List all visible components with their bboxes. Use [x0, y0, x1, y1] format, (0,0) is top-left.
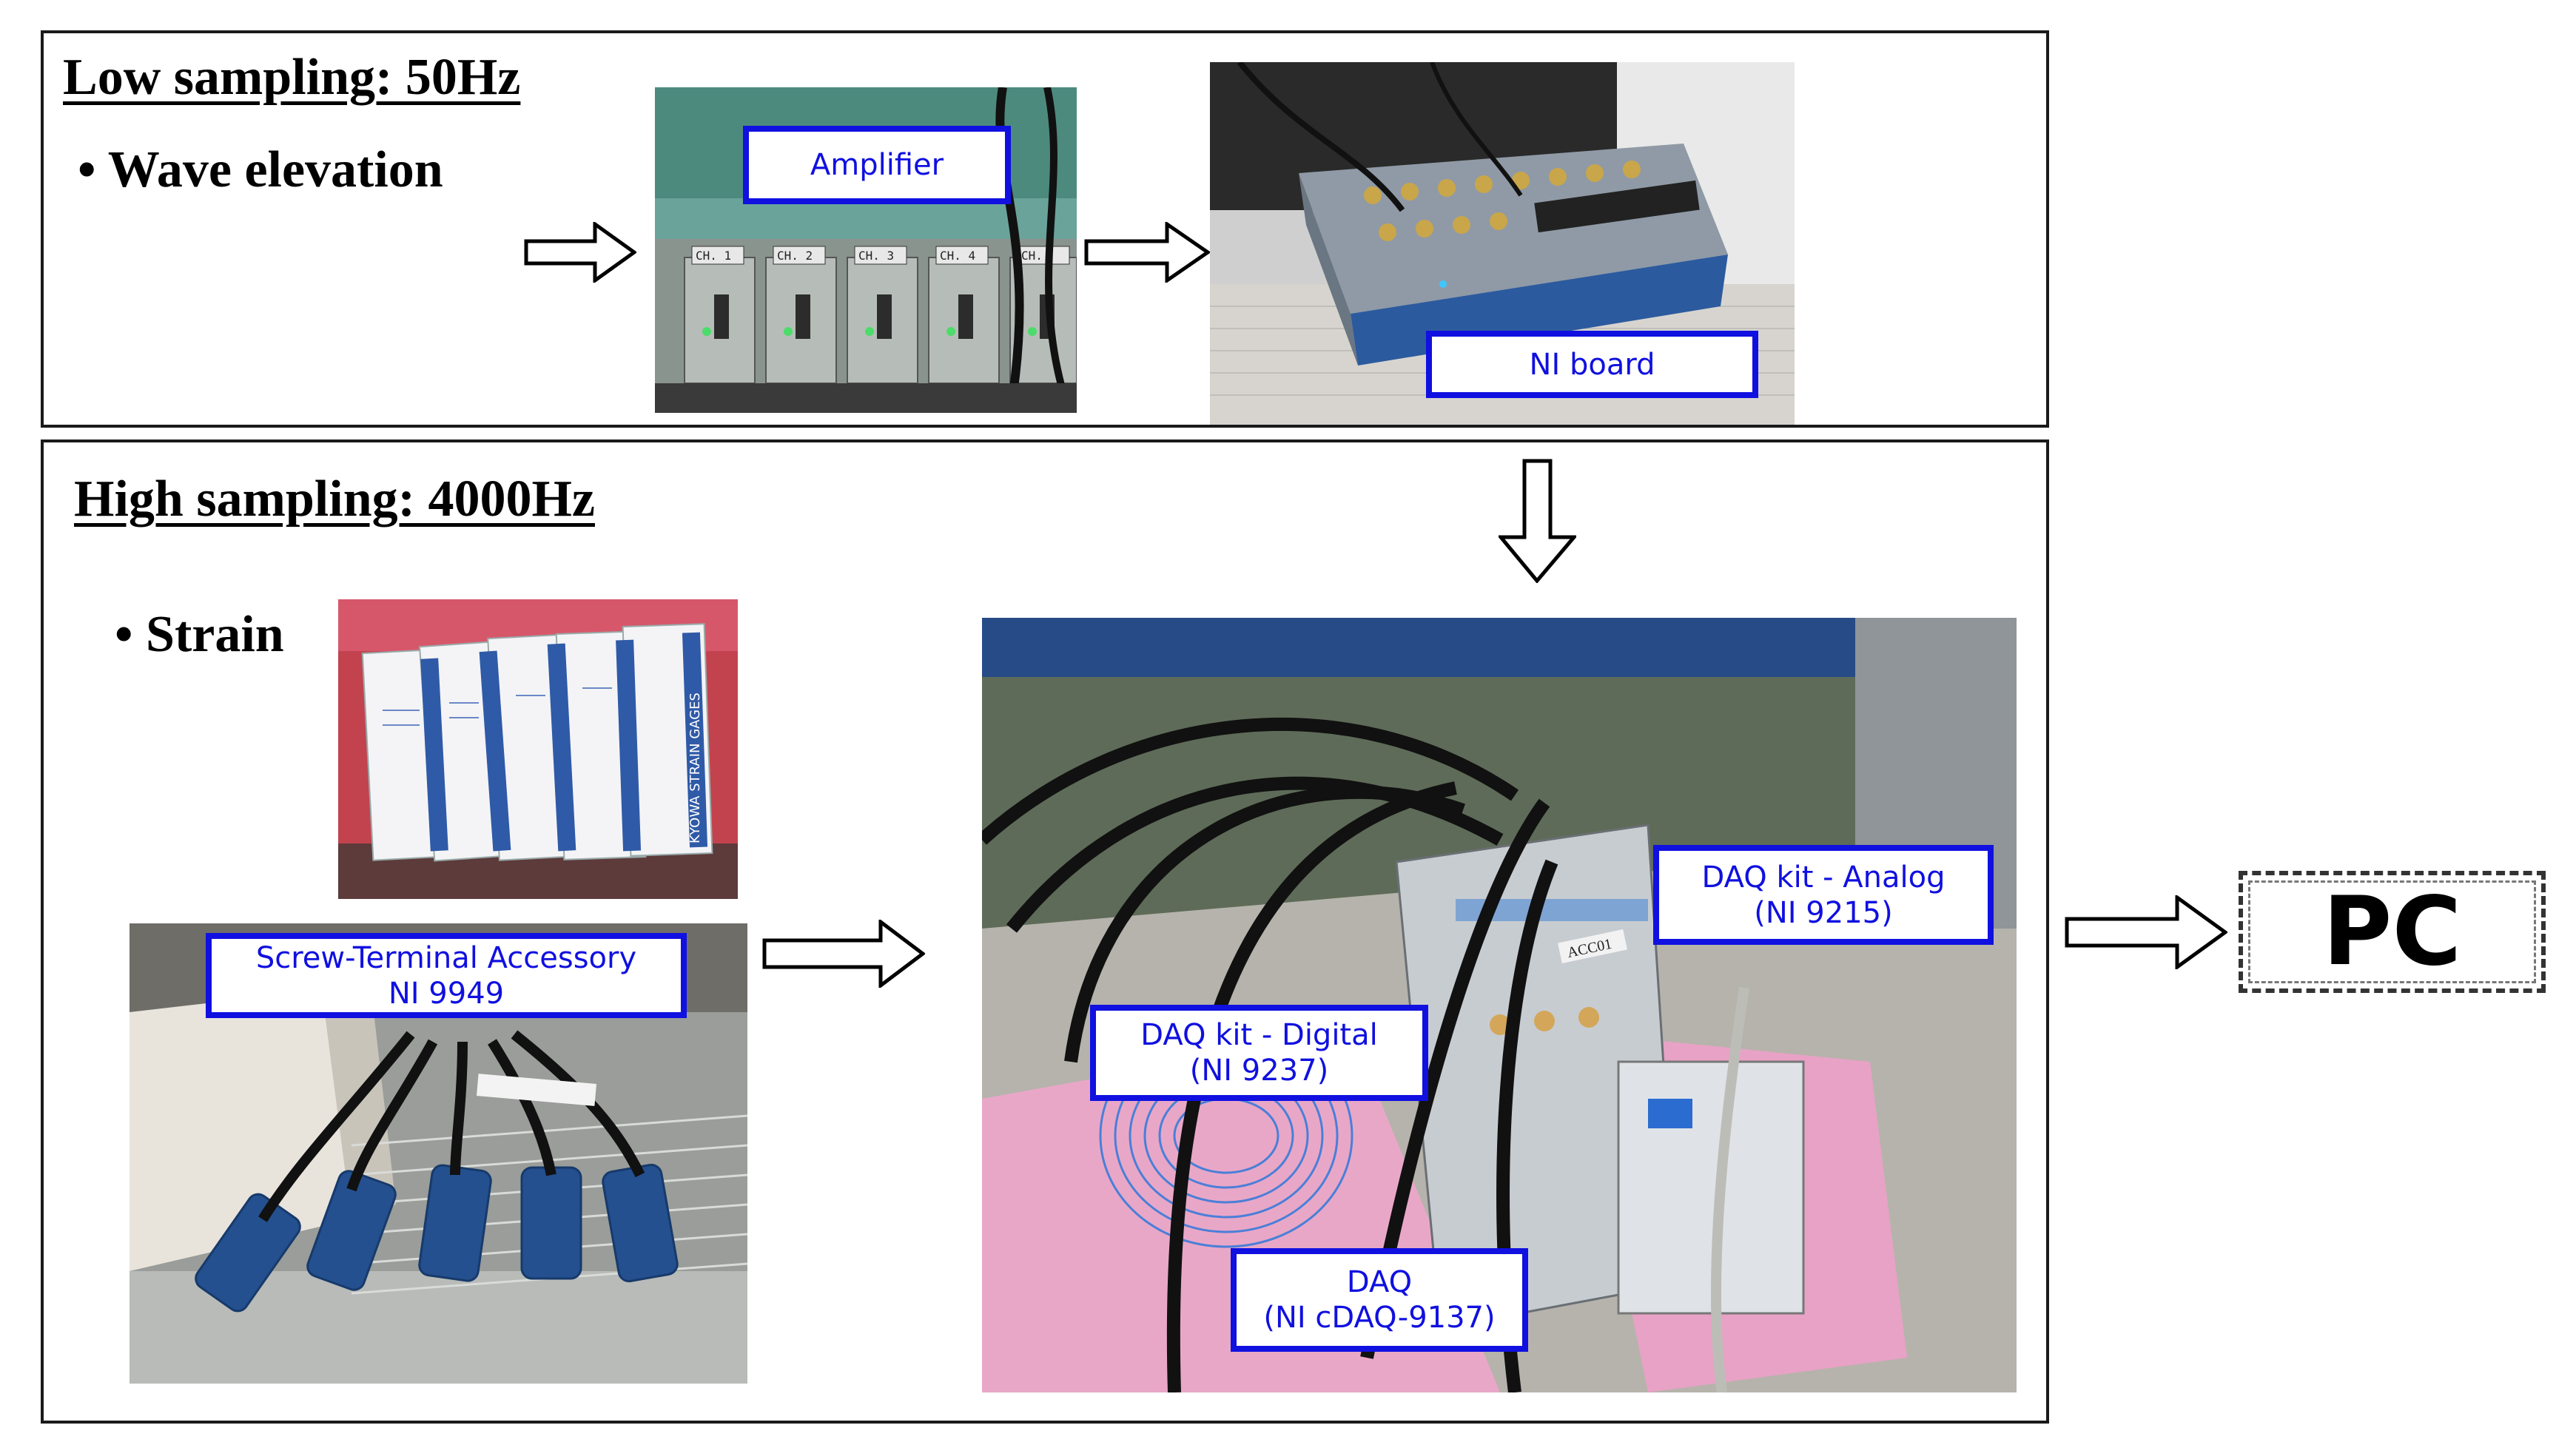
amp-ch1-label: CH. 1: [696, 249, 731, 263]
amp-ch5-label: CH.: [1021, 249, 1043, 263]
ni-board-label-text: NI board: [1529, 347, 1655, 382]
right-arrow-icon: [762, 920, 925, 988]
high-sampling-title: High sampling: 4000Hz: [74, 471, 595, 528]
pc-box: PC: [2239, 871, 2546, 993]
daq-analog-label-line1: DAQ kit - Analog: [1701, 860, 1946, 895]
daq-digital-label-line1: DAQ kit - Digital: [1140, 1018, 1378, 1052]
daq-digital-label-line2: (NI 9237): [1189, 1054, 1329, 1088]
right-arrow-icon: [524, 222, 636, 283]
daq-analog-label: DAQ kit - Analog (NI 9215): [1653, 845, 1994, 945]
amplifier-label: Amplifier: [743, 126, 1011, 204]
right-arrow-icon: [2065, 895, 2227, 969]
down-arrow-icon: [1499, 459, 1576, 583]
amp-ch2-label: CH. 2: [777, 249, 813, 263]
pc-label: PC: [2322, 877, 2462, 987]
screw-terminal-label: Screw-Terminal Accessory NI 9949: [206, 933, 687, 1018]
screw-terminal-label-line1: Screw-Terminal Accessory: [255, 940, 637, 975]
low-sampling-title: Low sampling: 50Hz: [63, 49, 521, 106]
gauge-brand-text: KYOWA STRAIN GAGES: [687, 693, 703, 843]
ni-board-label: NI board: [1426, 331, 1758, 398]
daq-label-line1: DAQ: [1346, 1265, 1413, 1299]
strain-bullet: • Strain: [115, 606, 284, 663]
daq-label-line2: (NI cDAQ-9137): [1263, 1301, 1496, 1335]
daq-label: DAQ (NI cDAQ-9137): [1231, 1248, 1528, 1352]
amp-ch3-label: CH. 3: [858, 249, 894, 263]
right-arrow-icon: [1084, 222, 1210, 283]
strain-gauges-photo: KYOWA STRAIN GAGES: [338, 599, 738, 899]
amp-ch4-label: CH. 4: [940, 249, 975, 263]
daq-digital-label: DAQ kit - Digital (NI 9237): [1090, 1005, 1428, 1101]
amplifier-label-text: Amplifier: [810, 148, 944, 182]
wave-elevation-bullet: • Wave elevation: [78, 141, 443, 198]
screw-terminal-label-line2: NI 9949: [388, 976, 505, 1011]
daq-analog-label-line2: (NI 9215): [1754, 895, 1893, 930]
